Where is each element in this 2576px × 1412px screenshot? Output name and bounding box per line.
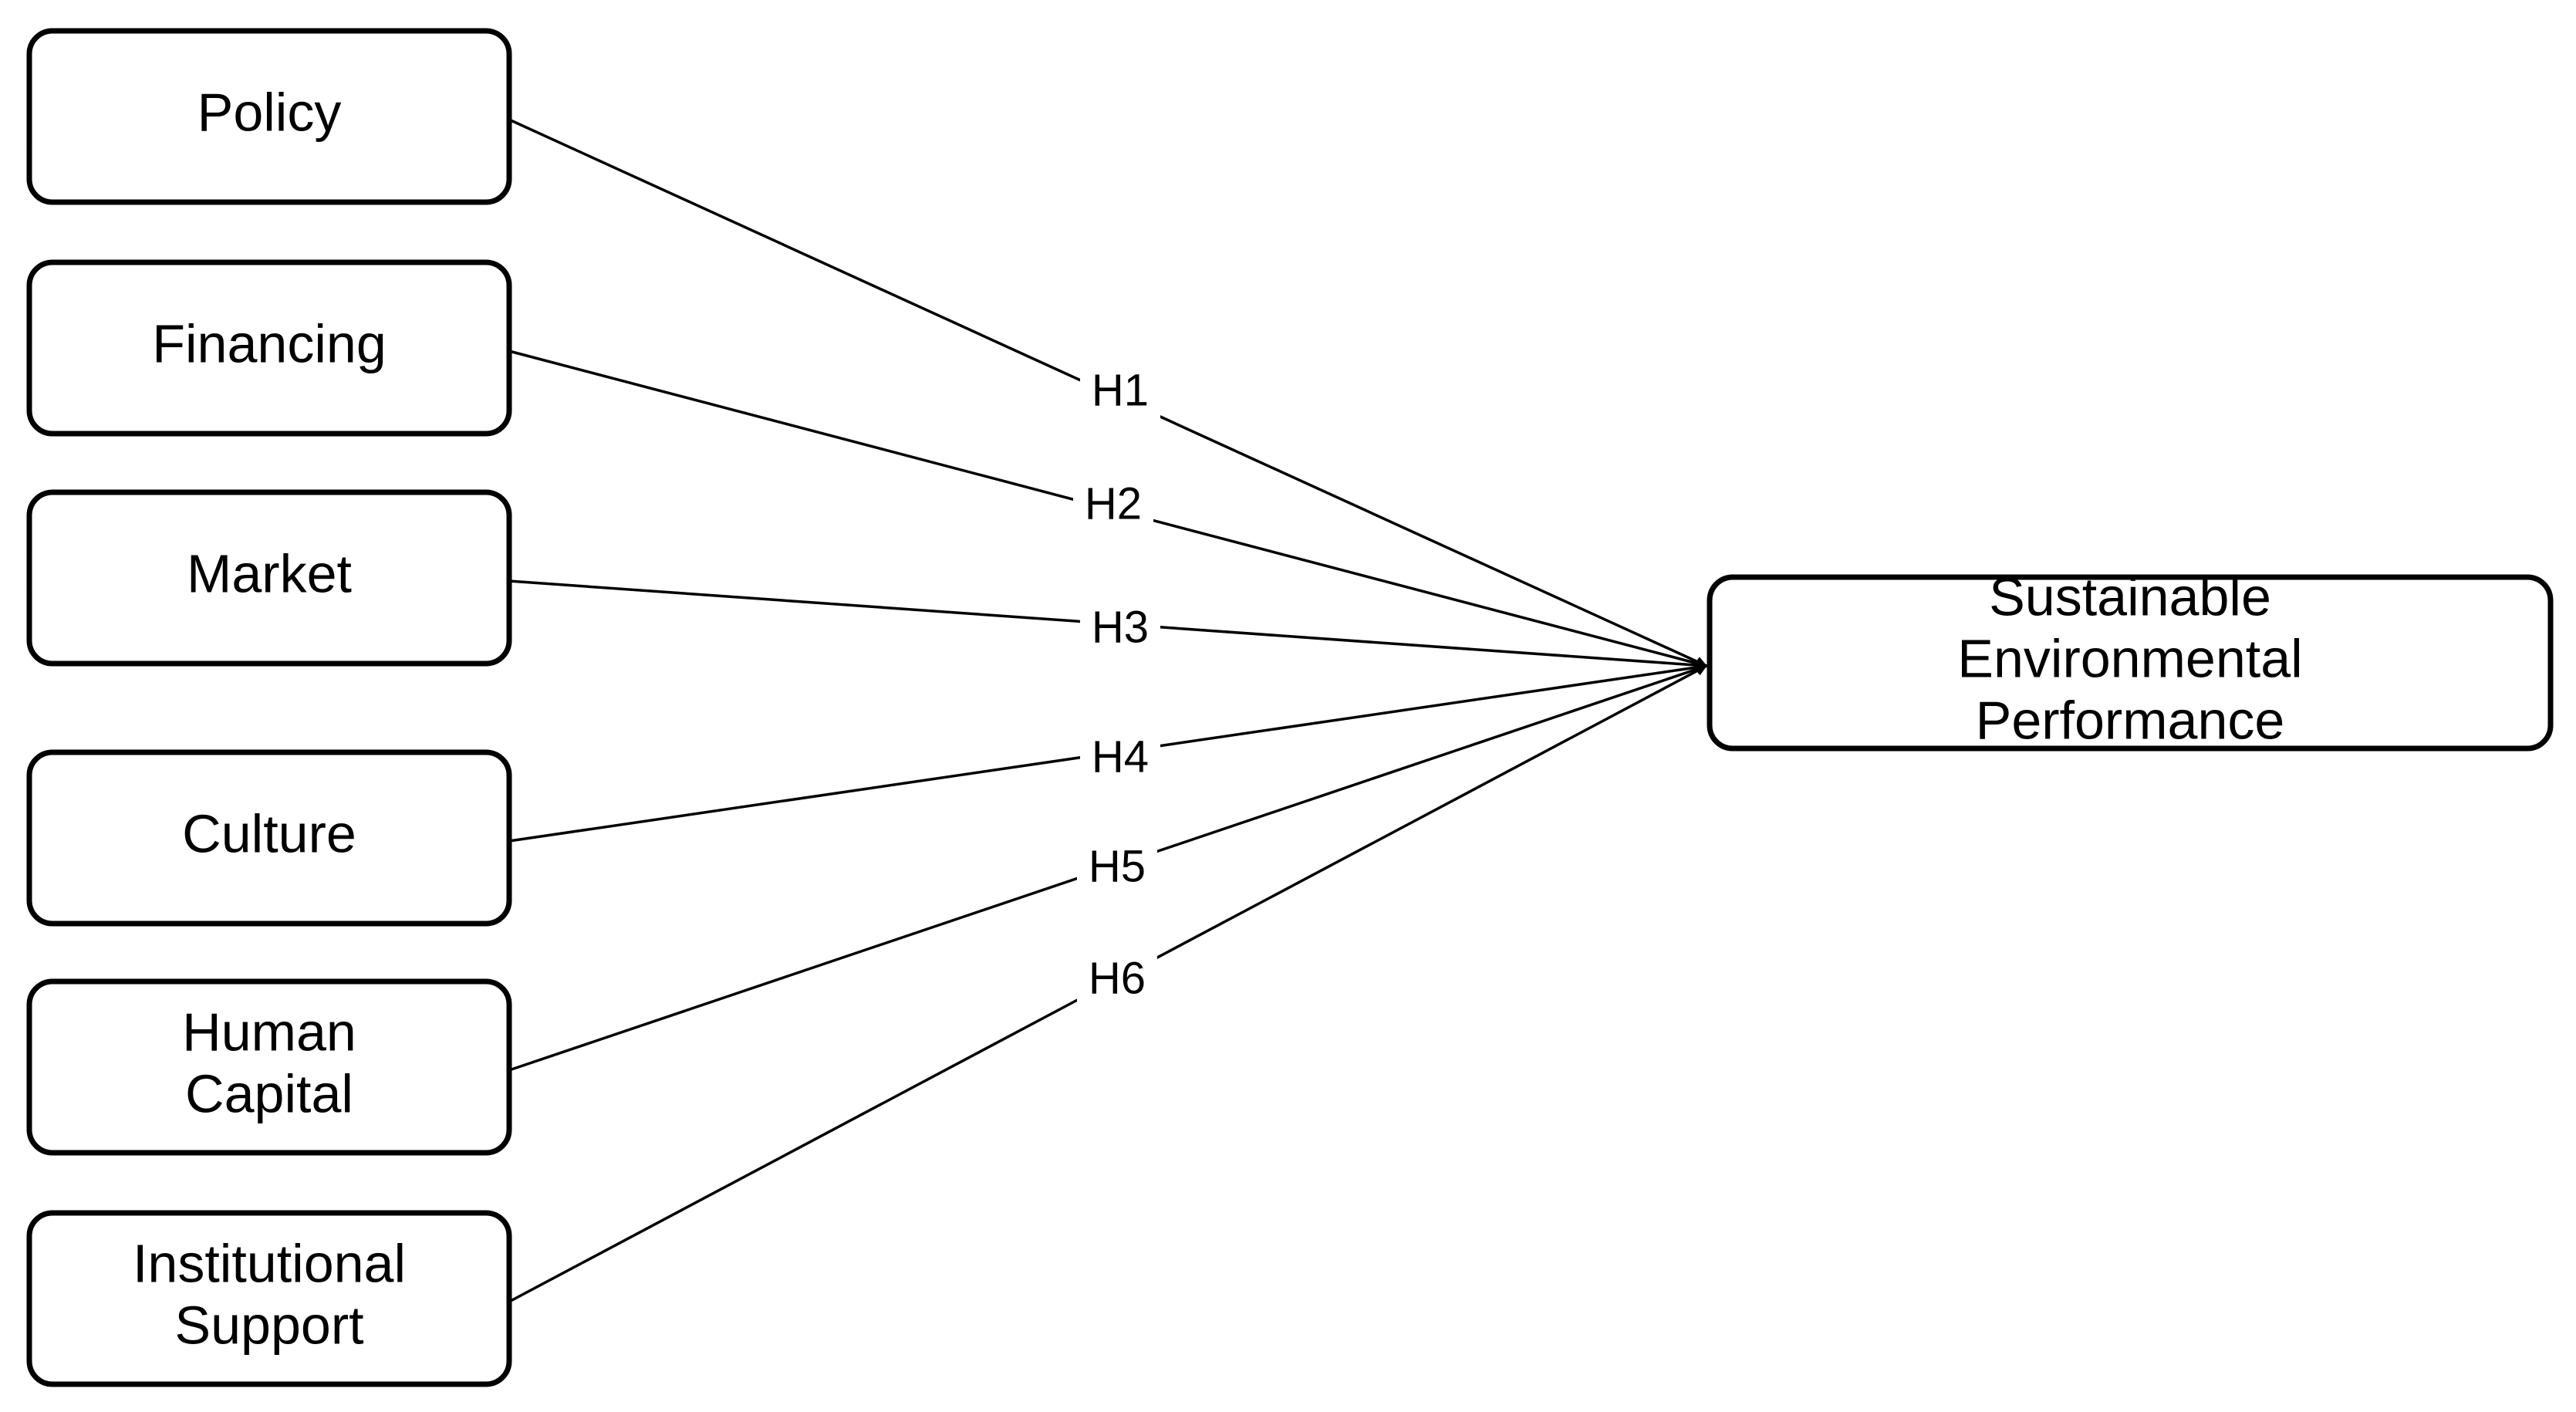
edge-h1: H1	[508, 118, 1707, 667]
node-box	[26, 1210, 512, 1387]
edge-label-background	[1080, 366, 1160, 418]
node-label-line: Market	[187, 543, 352, 603]
edge-label: H5	[1089, 841, 1146, 891]
node-box	[1707, 574, 2554, 752]
edge-h4: H4	[508, 661, 1707, 843]
node-label-line: Performance	[1976, 690, 2285, 750]
node-label-line: Financing	[152, 313, 387, 373]
node-policy: Policy	[26, 28, 512, 205]
edge-label-background	[1080, 603, 1160, 655]
edge-label-background	[1077, 954, 1157, 1006]
edge-h2: H2	[508, 350, 1707, 669]
node-box	[26, 28, 512, 205]
node-box	[26, 978, 512, 1156]
edge-h5: H5	[508, 664, 1707, 1072]
node-label-line: Capital	[185, 1063, 353, 1123]
node-label-line: Human	[182, 1002, 356, 1062]
nodes-layer: PolicyFinancingMarketCultureHumanCapital…	[26, 28, 2554, 1387]
edge-label-background	[1073, 479, 1153, 532]
node-financing: Financing	[26, 259, 512, 437]
edge-label: H1	[1092, 365, 1149, 415]
node-box	[26, 259, 512, 437]
edge-h3: H3	[508, 579, 1707, 671]
node-label-line: Support	[174, 1295, 363, 1355]
edge-label: H6	[1089, 953, 1146, 1003]
node-culture: Culture	[26, 749, 512, 927]
node-label-line: Culture	[182, 803, 356, 863]
node-label-line: Policy	[198, 82, 342, 142]
node-label-line: Environmental	[1957, 628, 2302, 688]
edge-label-background	[1077, 842, 1157, 894]
edge-label-background	[1080, 732, 1160, 785]
edge-label: H3	[1092, 602, 1149, 652]
edge-label: H2	[1085, 478, 1142, 529]
edge-label: H4	[1092, 731, 1149, 782]
node-label-line: Institutional	[133, 1233, 406, 1293]
node-label-line: Sustainable	[1989, 566, 2271, 627]
node-box	[26, 749, 512, 927]
node-market: Market	[26, 489, 512, 667]
node-box	[26, 489, 512, 667]
edge-h6: H6	[508, 664, 1707, 1303]
